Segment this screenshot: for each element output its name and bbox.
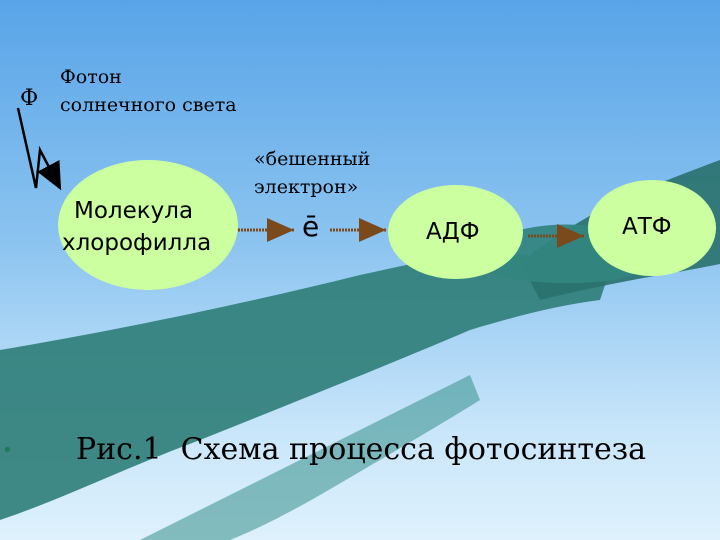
- lower-arm-shape: [140, 375, 480, 540]
- caption-bullet: •: [2, 440, 13, 461]
- atp-oval: [588, 180, 716, 276]
- chlorophyll-oval: [58, 160, 238, 290]
- photon-label-line2: солнечного света: [60, 94, 237, 116]
- photon-symbol: Ф: [20, 86, 39, 111]
- adp-label: АДФ: [426, 219, 480, 245]
- photon-lightning-arrow: [16, 107, 62, 191]
- adp-oval: [388, 185, 523, 279]
- atp-label: АТФ: [622, 214, 672, 240]
- left-arm-shape: [0, 253, 610, 520]
- chlorophyll-label-line2: хлорофилла: [62, 230, 212, 256]
- chlorophyll-label-line1: Молекула: [74, 198, 194, 224]
- electron-symbol: ē: [302, 210, 320, 243]
- photon-label-line1: Фотон: [60, 66, 122, 88]
- figure-caption: Рис.1 Схема процесса фотосинтеза: [76, 432, 646, 467]
- electron-label-line2: электрон»: [254, 176, 359, 198]
- electron-label-line1: «бешенный: [254, 148, 371, 170]
